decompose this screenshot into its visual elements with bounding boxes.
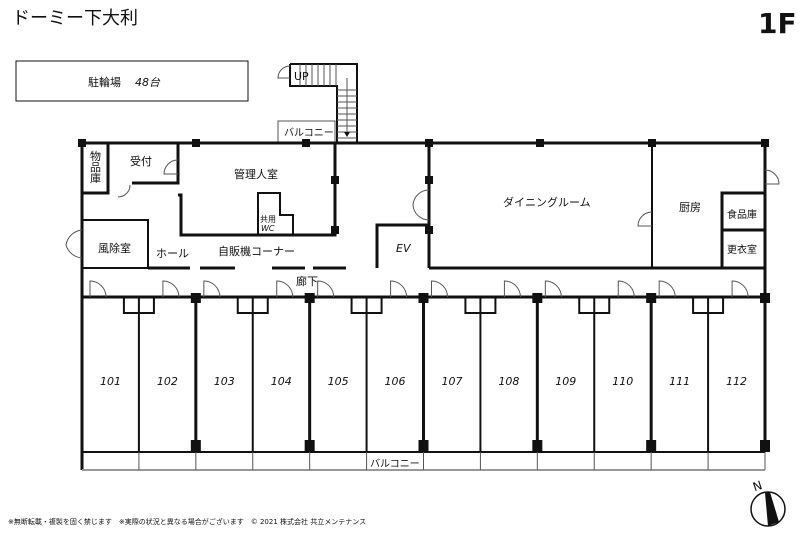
parking-count: 48台 <box>135 76 161 89</box>
column <box>331 176 339 184</box>
bicycle-parking <box>15 60 249 102</box>
column <box>425 176 433 184</box>
manager-room-label: 管理人室 <box>234 167 278 181</box>
unit-110[interactable]: 110 <box>612 280 657 470</box>
door-icon <box>317 280 335 298</box>
stairs-up-label: UP <box>294 70 309 83</box>
door-icon <box>617 280 635 298</box>
kitchen-label: 厨房 <box>679 201 701 214</box>
unit-101[interactable]: 101 <box>89 280 155 470</box>
unit-111[interactable]: 111 <box>658 280 725 470</box>
windbreak-label: 風除室 <box>98 241 131 255</box>
door-icon <box>276 280 294 298</box>
door-icon <box>203 280 221 298</box>
ev-label: EV <box>396 242 412 255</box>
column <box>78 139 86 147</box>
unit-number: 110 <box>612 375 633 388</box>
door-icon <box>431 280 448 298</box>
parking-label: 駐輪場 <box>88 75 121 89</box>
column <box>192 139 200 147</box>
reception-label: 受付 <box>130 155 152 168</box>
column <box>302 139 310 147</box>
unit-106[interactable]: 106 <box>385 280 429 470</box>
unit-105[interactable]: 105 <box>317 280 383 470</box>
unit-104[interactable]: 104 <box>271 280 315 470</box>
vending-label: 自販機コーナー <box>218 244 295 258</box>
door-icon <box>162 280 180 298</box>
wc-label: WC <box>261 224 275 233</box>
unit-109[interactable]: 109 <box>544 280 611 470</box>
north-compass-icon: N <box>750 478 786 527</box>
corridor-label: 廊下 <box>296 274 318 288</box>
unit-number: 103 <box>214 375 235 388</box>
storage-label: 物品庫 <box>89 149 102 184</box>
floor-label: 1F <box>758 7 797 40</box>
changing-room-label: 更衣室 <box>727 243 757 256</box>
unit-108[interactable]: 108 <box>498 280 543 470</box>
unit-102[interactable]: 102 <box>157 280 201 470</box>
unit-103[interactable]: 103 <box>203 280 269 470</box>
door-icon <box>390 280 408 298</box>
unit-number: 109 <box>555 375 576 388</box>
unit-number: 105 <box>328 375 349 388</box>
balcony-label: バルコニー <box>370 458 420 470</box>
door-icon <box>658 280 676 298</box>
unit-number: 102 <box>157 375 178 388</box>
unit-number: 111 <box>669 375 690 388</box>
door-icon <box>503 280 521 298</box>
small-balcony-label: バルコニー <box>284 127 334 139</box>
unit-number: 107 <box>441 375 462 388</box>
unit-number: 106 <box>385 375 406 388</box>
column <box>536 139 544 147</box>
door-icon <box>731 280 749 298</box>
column <box>761 139 769 147</box>
unit-number: 108 <box>498 375 519 388</box>
unit-number: 101 <box>100 375 121 388</box>
dining-label: ダイニングルーム <box>503 195 591 209</box>
column <box>648 139 656 147</box>
wc-shared-label: 共用 <box>260 215 276 224</box>
column <box>331 226 339 234</box>
unit-number: 104 <box>271 375 292 388</box>
pantry-label: 食品庫 <box>727 208 757 221</box>
door-icon <box>544 280 562 298</box>
hall-label: ホール <box>156 247 189 260</box>
stairs: UP <box>277 63 358 143</box>
footer-notice: ※無断転載・複製を固く禁じます ※実際の状況と異なる場合がございます © 202… <box>8 517 366 526</box>
compass-north-label: N <box>751 478 764 494</box>
column <box>425 139 433 147</box>
unit-107[interactable]: 107 <box>431 280 497 470</box>
column <box>425 226 433 234</box>
unit-112[interactable]: 112 <box>726 280 770 470</box>
unit-number: 112 <box>726 375 747 388</box>
door-icon <box>89 280 107 298</box>
building-title: ドーミー下大利 <box>12 8 138 29</box>
